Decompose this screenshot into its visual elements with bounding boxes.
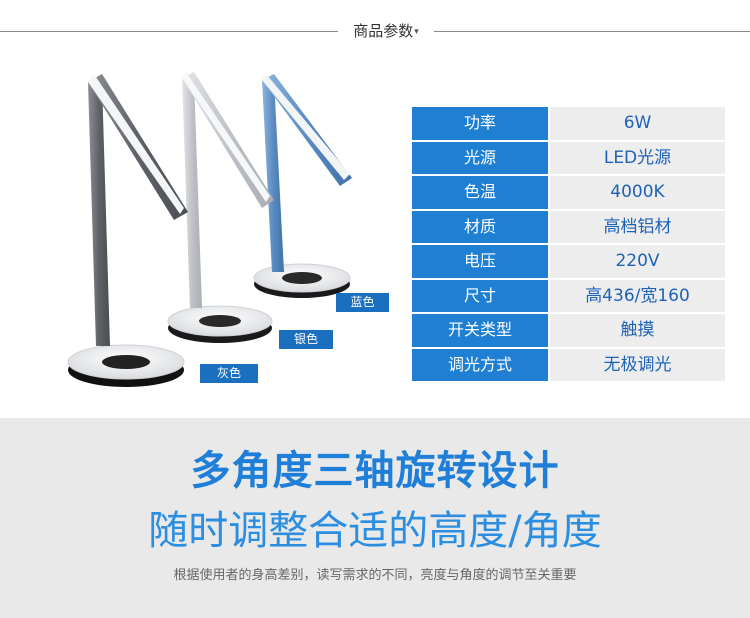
header-divider-left bbox=[0, 31, 338, 32]
blue-lamp bbox=[253, 74, 352, 298]
spec-value: 220V bbox=[550, 245, 725, 280]
color-label-silver: 银色 bbox=[279, 330, 333, 349]
spec-key: 调光方式 bbox=[412, 348, 548, 383]
spec-row: 材质高档铝材 bbox=[412, 210, 725, 245]
color-label-gray: 灰色 bbox=[200, 364, 258, 383]
spec-key: 尺寸 bbox=[412, 279, 548, 314]
feature-banner bbox=[0, 418, 750, 618]
spec-row: 尺寸高436/宽160 bbox=[412, 279, 725, 314]
spec-key: 功率 bbox=[412, 107, 548, 142]
gray-lamp bbox=[67, 74, 188, 387]
spec-value: 高436/宽160 bbox=[550, 279, 725, 314]
spec-key: 光源 bbox=[412, 141, 548, 176]
spec-key: 开关类型 bbox=[412, 314, 548, 349]
spec-row: 开关类型触摸 bbox=[412, 314, 725, 349]
color-label-blue: 蓝色 bbox=[336, 293, 389, 312]
spec-key: 材质 bbox=[412, 210, 548, 245]
section-title: 商品参数▾ bbox=[338, 20, 434, 43]
spec-value: 无极调光 bbox=[550, 348, 725, 383]
silver-lamp bbox=[167, 72, 274, 343]
banner-description: 根据使用者的身高差别，读写需求的不同，亮度与角度的调节至关重要 bbox=[173, 568, 577, 583]
header-divider-right bbox=[434, 31, 750, 32]
chevron-down-icon: ▾ bbox=[414, 27, 419, 37]
spec-value: 高档铝材 bbox=[550, 210, 725, 245]
spec-row: 调光方式无极调光 bbox=[412, 348, 725, 383]
banner-subtitle: 随时调整合适的高度/角度 bbox=[148, 508, 602, 554]
banner-title: 多角度三轴旋转设计 bbox=[190, 448, 560, 494]
section-title-text: 商品参数 bbox=[353, 22, 414, 40]
lamp-product-image bbox=[67, 72, 352, 387]
spec-key: 电压 bbox=[412, 245, 548, 280]
spec-value: LED光源 bbox=[550, 141, 725, 176]
spec-key: 色温 bbox=[412, 176, 548, 211]
spec-value: 6W bbox=[550, 107, 725, 142]
spec-value: 触摸 bbox=[550, 314, 725, 349]
spec-value: 4000K bbox=[550, 176, 725, 211]
